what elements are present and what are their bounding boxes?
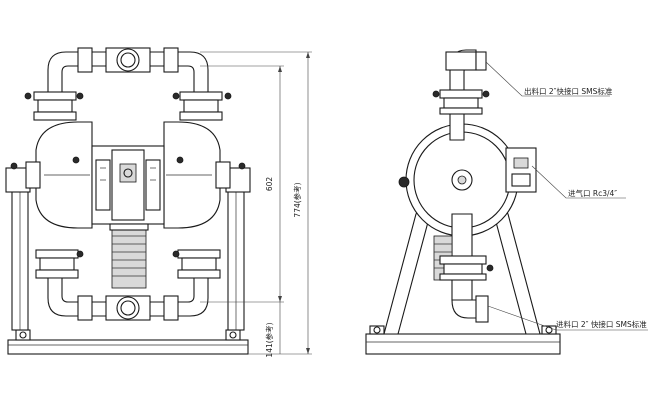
side-base-plate: [365, 333, 561, 355]
front-view: 774(参考) 602 141(参考): [5, 47, 312, 358]
total-height-dim: 774(参考): [292, 182, 302, 217]
outlet-label: 出料口 2″快接口 SMS标准: [524, 86, 613, 96]
dimension-lines: [200, 51, 312, 355]
center-height-dim: 602: [265, 177, 274, 192]
top-outlet-flange: [105, 47, 151, 73]
inlet-label: 进料口 2″ 快接口 SMS标准: [556, 319, 647, 329]
air-inlet-label: 进气口 Rc3/4″: [568, 188, 617, 198]
side-view: 出料口 2″快接口 SMS标准 进气口 Rc3/4″ 进料口 2″ 快接口 SM…: [365, 49, 648, 355]
bottom-inlet-flange: [105, 295, 151, 321]
base-height-dim: 141(参考): [264, 322, 274, 357]
air-valve: [111, 149, 145, 221]
leader-lines: [485, 61, 648, 331]
muffler: [111, 227, 147, 289]
front-base-plate: [7, 339, 249, 355]
